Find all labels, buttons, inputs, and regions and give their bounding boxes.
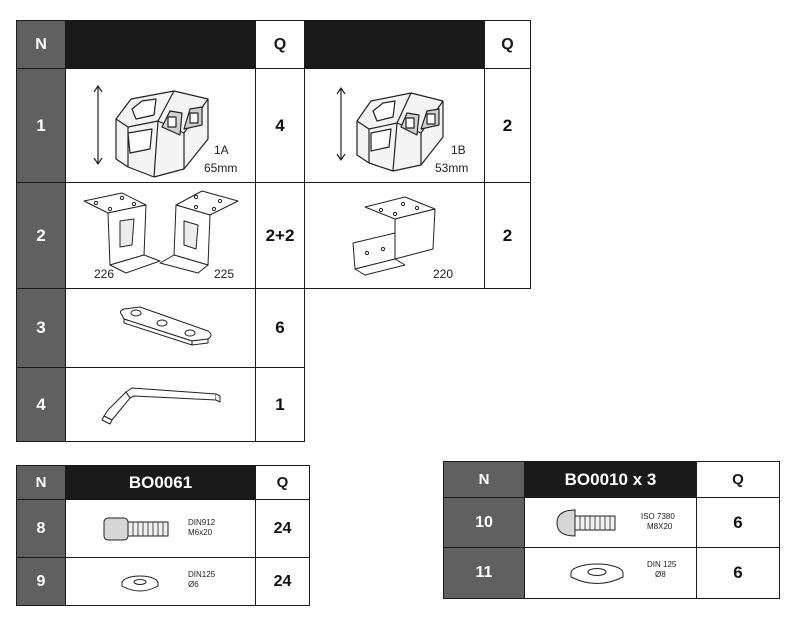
bracket-illustration [83,190,239,274]
washer-illustration [121,575,159,592]
row-number: 3 [16,288,66,368]
spec-label: M8X20 [647,522,673,531]
bracket-label: 220 [433,267,454,281]
screw-cell: DIN912 M6x20 [65,499,256,558]
header-n: N [16,465,66,500]
foot-block-illustration [336,87,444,172]
spec-label: DIN 125 [647,560,677,569]
spec-label: M6x20 [188,528,213,537]
bracket-illustration [352,196,436,276]
washer-cell: DIN125 Ø6 [65,557,256,606]
foot-block-illustration [93,85,209,178]
quantity-cell: 24 [255,499,310,558]
row-number: 11 [443,547,525,599]
row-number: 2 [16,182,66,289]
quantity-cell: 6 [255,288,305,368]
part-4-key-cell [65,367,256,442]
row-number: 4 [16,367,66,442]
quantity-cell: 6 [696,547,780,599]
part-size-label: 53mm [435,161,469,175]
quantity-cell: 4 [255,68,305,183]
header-n: N [16,20,66,69]
part-1a-cell: 1A 65mm [65,68,256,183]
header-q: Q [255,465,310,500]
socket-head-screw-illustration [103,517,169,541]
bracket-label: 225 [214,267,235,281]
spec-label: Ø8 [655,570,666,579]
part-id-label: 1B [451,143,466,157]
header-image-b [304,20,485,69]
quantity-cell: 24 [255,557,310,606]
row-number: 10 [443,497,525,548]
part-id-label: 1A [214,143,229,157]
bracket-label: 226 [94,267,115,281]
part-2-bracket-220-cell: 220 [304,182,485,289]
plate-illustration [119,306,212,346]
spec-label: DIN912 [188,518,216,527]
kit-title: BO0010 x 3 [524,461,697,498]
washer-cell: DIN 125 Ø8 [524,547,697,599]
quantity-cell: 2+2 [255,182,305,289]
header-q: Q [484,20,531,69]
button-head-screw-cell: ISO 7380 M8X20 [524,497,697,548]
quantity-cell: 2 [484,68,531,183]
header-image-a [65,20,256,69]
allen-key-illustration [101,387,221,425]
quantity-cell: 1 [255,367,305,442]
part-size-label: 65mm [204,161,238,175]
quantity-cell: 6 [696,497,780,548]
spec-label: Ø6 [188,580,199,589]
kit-bo0010-table: N BO0010 x 3 Q 10 ISO 7380 M8X20 [443,461,780,599]
spec-label: ISO 7380 [641,512,675,521]
part-3-plate-cell [65,288,256,368]
washer-illustration [570,563,624,584]
row-number: 9 [16,557,66,606]
button-head-screw-illustration [556,509,616,537]
row-number: 8 [16,499,66,558]
part-1b-cell: 1B 53mm [304,68,485,183]
kit-bo0061-table: N BO0061 Q 8 DIN912 M6x20 24 [16,465,310,606]
header-n: N [443,461,525,498]
header-q: Q [696,461,780,498]
parts-table: N Q Q 1 [16,20,531,442]
row-number: 1 [16,68,66,183]
header-q: Q [255,20,305,69]
part-2-brackets-cell: 226 225 [65,182,256,289]
kit-title: BO0061 [65,465,256,500]
spec-label: DIN125 [188,570,216,579]
quantity-cell: 2 [484,182,531,289]
